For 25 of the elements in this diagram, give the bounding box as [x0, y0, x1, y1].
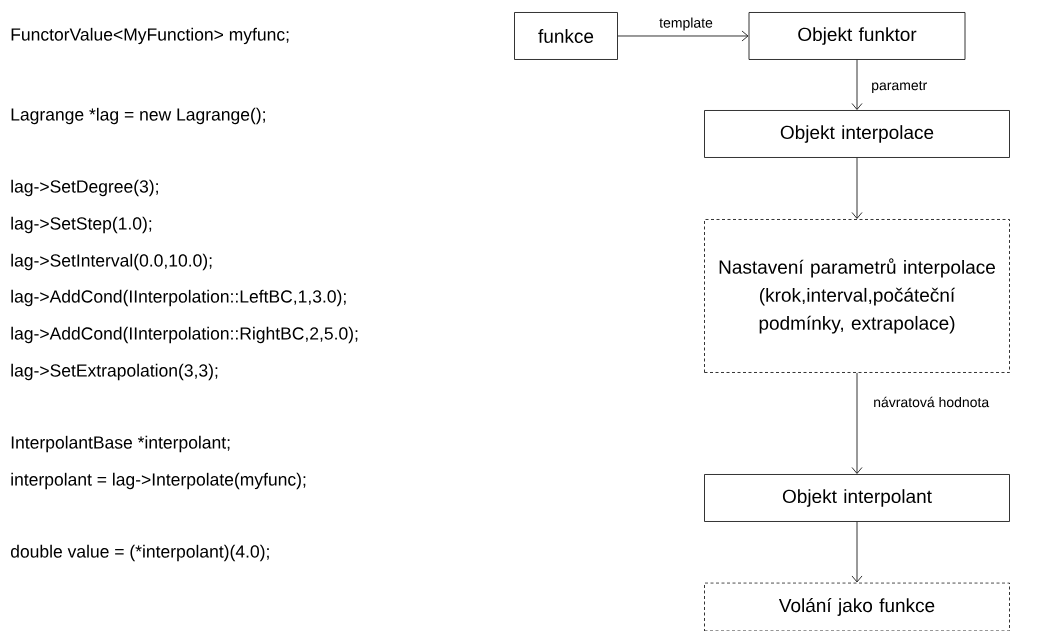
arrow — [617, 30, 749, 42]
arrow — [851, 157, 863, 219]
arrow — [851, 59, 863, 110]
process-box: Objekt interpolant — [704, 474, 1010, 522]
code-line: Lagrange *lag = new Lagrange(); — [11, 107, 265, 125]
dashed-box: Nastavení parametrů interpolace (krok,interval,počáteční podmínky, extrapolace) — [704, 219, 1010, 373]
edge-label: parametr — [872, 81, 927, 93]
process-box: Objekt funktor — [748, 12, 966, 60]
code-line: lag->AddCond(IInterpolation::LeftBC,1,3.0); — [11, 289, 346, 307]
process-box: funkce — [514, 12, 618, 60]
code-line: double value = (*interpolant)(4.0); — [10, 544, 269, 562]
dashed-box: Volání jako funkce — [704, 582, 1010, 631]
code-line: lag->SetExtrapolation(3,3); — [11, 363, 218, 381]
code-line: lag->SetDegree(3); — [11, 179, 158, 197]
arrow — [851, 521, 863, 583]
edge-label: template — [659, 17, 713, 31]
code-line: InterpolantBase *interpolant; — [11, 435, 230, 453]
code-line: lag->SetStep(1.0); — [11, 216, 152, 234]
code-line: lag->SetInterval(0.0,10.0); — [11, 253, 212, 271]
code-line: interpolant = lag->Interpolate(myfunc); — [11, 472, 306, 490]
edge-label: návratová hodnota — [874, 396, 990, 408]
process-box: Objekt interpolace — [704, 110, 1010, 158]
code-line: lag->AddCond(IInterpolation::RightBC,2,5.0); — [11, 326, 358, 344]
code-line: FunctorValue<MyFunction> myfunc; — [11, 27, 289, 45]
arrow — [851, 372, 863, 474]
